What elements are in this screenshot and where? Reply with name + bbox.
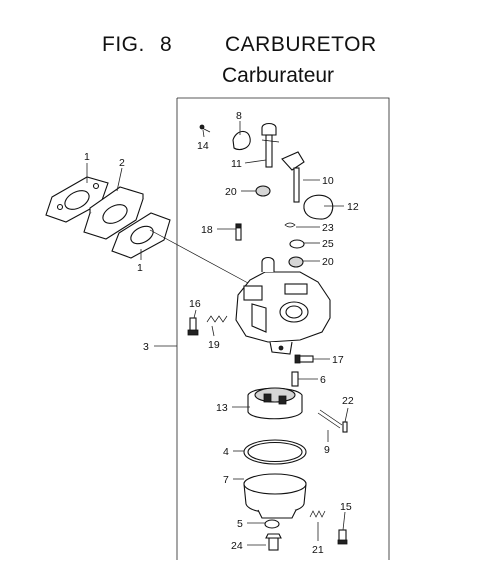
main-jet	[291, 371, 299, 387]
callout-7: 7	[223, 474, 229, 486]
callout-5: 5	[237, 518, 243, 530]
callout-15: 15	[340, 501, 352, 513]
callout-16: 16	[189, 298, 201, 310]
intake-axis-line	[149, 229, 249, 284]
callout-1-gasket-inner: 1	[137, 262, 143, 274]
callout-23: 23	[322, 222, 334, 234]
float-needle	[342, 421, 348, 433]
float-bowl-gasket	[243, 439, 307, 465]
drain-screw-17	[294, 354, 314, 364]
callout-14: 14	[197, 140, 209, 152]
seal-upper	[255, 185, 271, 197]
callout-8: 8	[236, 110, 242, 122]
choke-shaft	[281, 151, 305, 203]
washer-5	[264, 519, 280, 529]
float-bowl	[243, 473, 307, 519]
callout-10: 10	[322, 175, 334, 187]
gasket-inner	[111, 212, 171, 259]
seal-lower	[288, 256, 304, 268]
screw-small	[199, 124, 211, 133]
callout-13: 13	[216, 402, 228, 414]
callout-11: 11	[231, 158, 242, 170]
callout-19: 19	[208, 339, 220, 351]
callout-24: 24	[231, 540, 243, 552]
callout-4: 4	[223, 446, 229, 458]
float-pin	[317, 409, 343, 429]
spring-23	[284, 222, 296, 228]
bowl-bolt	[265, 533, 282, 551]
callout-3-body: 3	[143, 341, 149, 353]
pilot-jet	[235, 223, 242, 241]
callout-9: 9	[324, 444, 330, 456]
drain-spring-21	[309, 510, 326, 518]
callout-12: 12	[347, 201, 359, 213]
washer-25	[289, 239, 305, 249]
callout-25: 25	[322, 238, 334, 250]
throttle-shaft	[261, 122, 280, 168]
figure-label: FIG.	[102, 33, 145, 56]
callout-21: 21	[312, 544, 324, 556]
callout-18: 18	[201, 224, 213, 236]
callout-20-upper: 20	[225, 186, 237, 198]
gasket-outer	[45, 176, 109, 223]
callout-20-lower: 20	[322, 256, 334, 268]
callout-17: 17	[332, 354, 344, 366]
figure-number: 8	[160, 33, 172, 56]
figure-subtitle: Carburateur	[222, 64, 334, 87]
callout-22: 22	[342, 395, 354, 407]
carburetor-body	[235, 256, 331, 355]
figure-title: CARBURETOR	[225, 33, 377, 56]
idle-spring	[206, 315, 228, 323]
callout-1-gasket-outer: 1	[84, 151, 90, 163]
callout-2-insulator: 2	[119, 157, 125, 169]
throttle-lever	[232, 130, 251, 151]
choke-plate	[303, 194, 334, 220]
drain-screw-15	[337, 529, 348, 545]
assembly-frame	[177, 97, 390, 560]
insulator-spacer	[83, 186, 144, 240]
float	[247, 387, 303, 420]
callout-6: 6	[320, 374, 326, 386]
idle-screw	[187, 317, 199, 336]
